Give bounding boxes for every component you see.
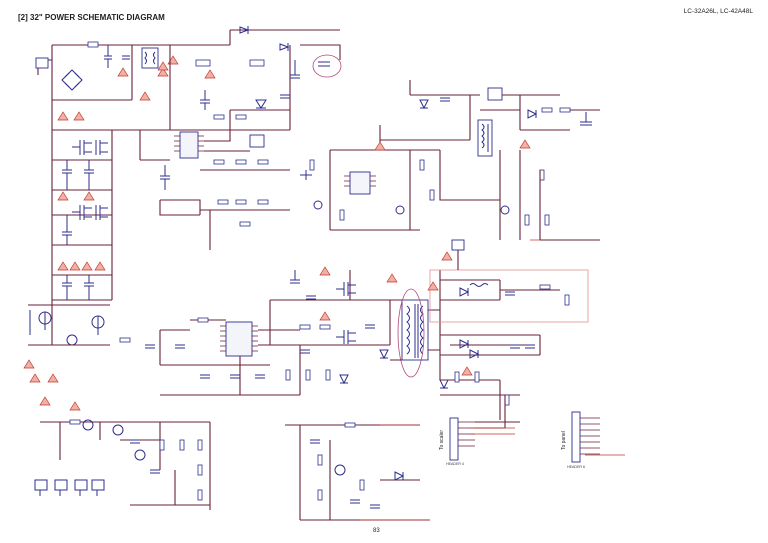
secondary-output-section bbox=[427, 239, 600, 420]
panel-connector-label: To panel bbox=[561, 431, 567, 450]
main-converter-section bbox=[119, 266, 441, 396]
pfc-controller-section bbox=[112, 26, 342, 250]
panel-connector bbox=[571, 411, 625, 463]
pfc-controller-ic bbox=[179, 131, 199, 159]
fuse bbox=[87, 41, 99, 48]
ac-input-section bbox=[35, 41, 179, 345]
scaler-connector bbox=[449, 395, 520, 461]
scaler-connector-label: To scaler bbox=[439, 430, 445, 450]
main-pwm-controller-ic bbox=[225, 321, 253, 357]
panel-connector-ref: HEADER 6 bbox=[567, 465, 585, 469]
standby-controller-ic bbox=[349, 171, 371, 195]
standby-connector bbox=[487, 87, 503, 101]
scaler-connector-ref: HEADER 4 bbox=[446, 462, 464, 466]
output-highlight-box bbox=[429, 269, 589, 323]
mounting-holes bbox=[34, 479, 105, 496]
control-logic-section bbox=[34, 396, 211, 510]
line-filter-choke bbox=[141, 47, 159, 69]
page-number: 83 bbox=[373, 528, 380, 534]
pfc-ladder-section bbox=[23, 129, 113, 383]
model-numbers: LC-32A26L, LC-42A48L bbox=[683, 8, 753, 15]
ac-input-connector bbox=[35, 57, 49, 69]
bottom-regulator-section bbox=[285, 422, 430, 521]
standby-supply-section bbox=[300, 80, 600, 283]
page-title: [2] 32" POWER SCHEMATIC DIAGRAM bbox=[18, 13, 165, 22]
standby-transformer bbox=[477, 119, 493, 157]
bridge-rectifier bbox=[61, 69, 83, 91]
